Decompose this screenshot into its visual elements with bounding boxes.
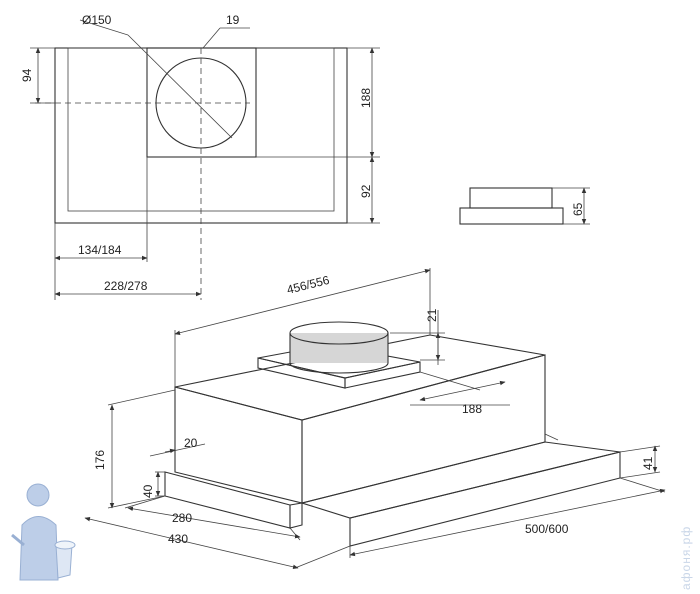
- outer-frame: [54, 47, 348, 224]
- duct-plate: [146, 47, 257, 158]
- slider-top: [299, 441, 621, 519]
- label-40: 40: [141, 484, 155, 498]
- label-280: 280: [172, 511, 192, 525]
- label-94: 94: [20, 68, 34, 82]
- body-right: [301, 354, 546, 504]
- side-view: [459, 187, 590, 225]
- isometric-view: [84, 268, 666, 570]
- label-176: 176: [93, 450, 107, 470]
- label-188-iso: 188: [462, 402, 482, 416]
- label-20: 20: [184, 436, 198, 450]
- label-188-top: 188: [359, 88, 373, 108]
- plumber-mascot-logo: [11, 483, 76, 581]
- label-228-278: 228/278: [104, 279, 148, 293]
- label-65: 65: [571, 202, 585, 216]
- side-collar: [469, 187, 553, 209]
- label-19: 19: [226, 13, 240, 27]
- label-430: 430: [168, 532, 188, 546]
- label-134-184: 134/184: [78, 243, 122, 257]
- top-view: [30, 19, 380, 300]
- side-body: [459, 207, 564, 225]
- label-21: 21: [425, 308, 439, 322]
- label-92: 92: [359, 184, 373, 198]
- label-500-600: 500/600: [525, 522, 569, 536]
- slider-front: [349, 451, 621, 547]
- watermark: афоня.рф: [679, 526, 693, 590]
- label-456-556: 456/556: [285, 273, 331, 297]
- label-41: 41: [641, 456, 655, 470]
- label-diameter: Ø150: [82, 13, 112, 27]
